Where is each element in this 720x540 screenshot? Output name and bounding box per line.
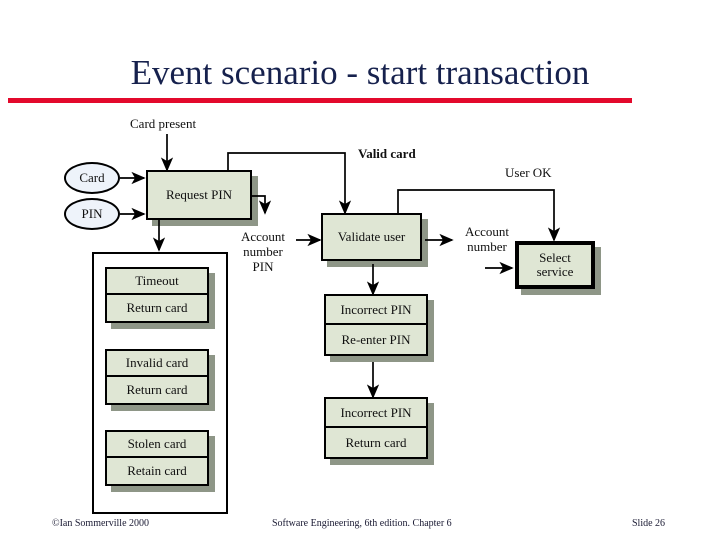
edge-label-card-present-text: Card present — [130, 116, 197, 131]
page-title: Event scenario - start transaction — [130, 53, 590, 92]
stack-invalid-return-top: Invalid card — [107, 351, 207, 377]
stack-incorrect-reenter-bottom: Re-enter PIN — [341, 331, 411, 347]
edge-label-account-number-pin-line2: number — [243, 244, 283, 259]
title-underline-rule — [8, 98, 632, 103]
stack-incorrect-return-bottom: Return card — [345, 434, 407, 450]
process-validate-user-label: Validate user — [337, 229, 406, 244]
edge-label-valid-card-text: Valid card — [358, 146, 416, 161]
edge-label-card-present: Card present — [130, 116, 196, 131]
stack-invalid-return-bottom: Return card — [126, 382, 188, 397]
process-select-service-label-line2: service — [536, 264, 574, 279]
stack-incorrect-return[interactable]: Incorrect PIN Return card — [324, 397, 428, 459]
input-card-label: Card — [79, 170, 105, 185]
edge-label-account-number-line2: number — [467, 239, 507, 254]
stack-stolen-retain[interactable]: Stolen card Retain card — [105, 430, 209, 486]
stack-timeout-return-top: Timeout — [107, 269, 207, 295]
edge-label-account-number-pin-line3: PIN — [252, 259, 274, 274]
process-request-pin[interactable]: Request PIN — [146, 170, 252, 220]
edge-label-account-number-pin: Account number PIN — [231, 229, 295, 274]
edge-label-account-number-line1: Account — [464, 224, 510, 239]
footer-slide-number: Slide 26 — [632, 518, 666, 529]
edge-label-user-ok-text: User OK — [505, 165, 552, 180]
process-select-service[interactable]: Select service — [515, 241, 595, 289]
footer-book-reference: Software Engineering, 6th edition. Chapt… — [272, 518, 452, 529]
stack-invalid-return[interactable]: Invalid card Return card — [105, 349, 209, 405]
process-request-pin-label: Request PIN — [165, 187, 233, 202]
footer-copyright: ©Ian Sommerville 2000 — [52, 518, 150, 529]
stack-stolen-retain-bottom: Retain card — [127, 463, 187, 478]
edge-label-valid-card: Valid card — [358, 146, 416, 161]
input-pin[interactable]: PIN — [64, 198, 120, 230]
stack-timeout-return[interactable]: Timeout Return card — [105, 267, 209, 323]
process-select-service-label-line1: Select — [539, 250, 571, 265]
edge-label-user-ok: User OK — [505, 165, 552, 180]
input-pin-label: PIN — [81, 206, 103, 221]
stack-stolen-retain-top: Stolen card — [107, 432, 207, 458]
card-outcomes-group — [92, 252, 228, 514]
input-card[interactable]: Card — [64, 162, 120, 194]
stack-timeout-return-bottom: Return card — [126, 300, 188, 315]
edge-label-account-number-pin-line1: Account — [240, 229, 286, 244]
edge-label-account-number: Account number — [455, 224, 519, 254]
stack-incorrect-return-top: Incorrect PIN — [326, 399, 426, 428]
process-validate-user[interactable]: Validate user — [321, 213, 422, 261]
stack-incorrect-reenter-top: Incorrect PIN — [326, 296, 426, 325]
stack-incorrect-reenter[interactable]: Incorrect PIN Re-enter PIN — [324, 294, 428, 356]
